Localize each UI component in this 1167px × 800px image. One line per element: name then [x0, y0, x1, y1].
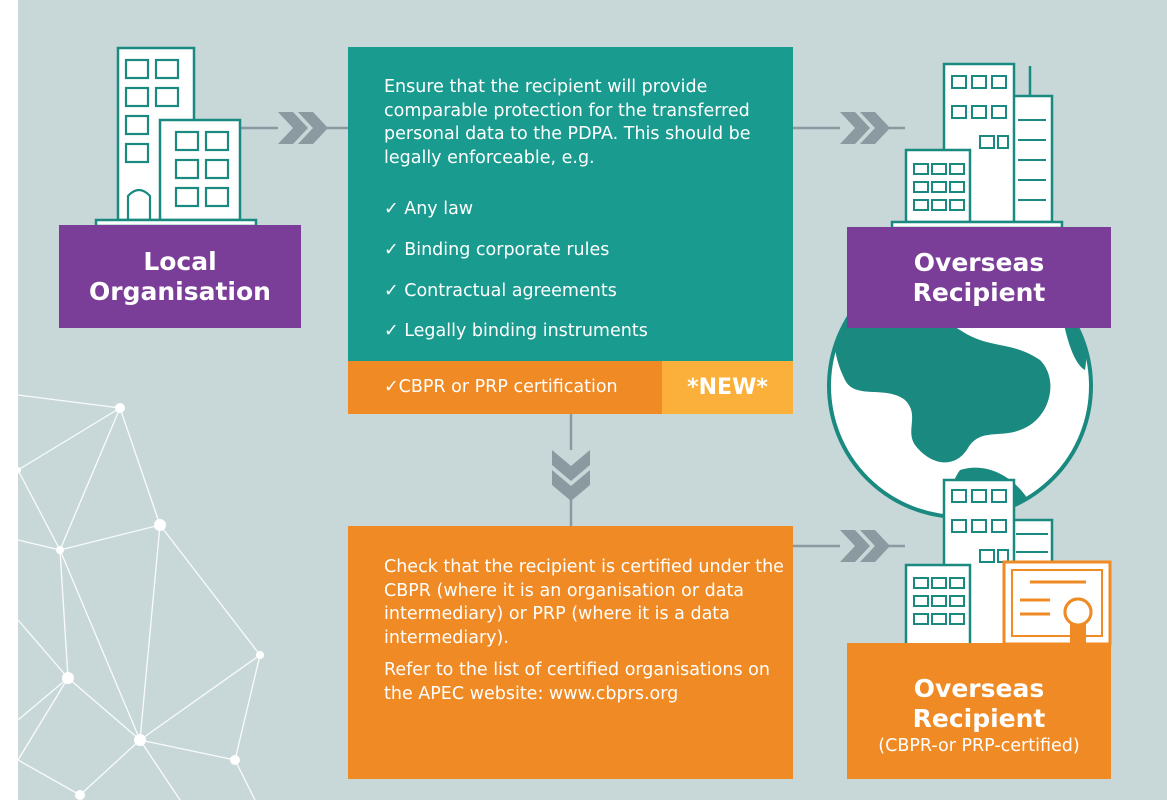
requirement-item-binding-corporate-rules: ✓ Binding corporate rules: [384, 240, 610, 260]
requirements-intro: Ensure that the recipient will provide c…: [384, 77, 751, 168]
requirement-item-contractual-agreements: ✓ Contractual agreements: [384, 281, 617, 301]
local-organisation-label: Local Organisation: [59, 225, 301, 328]
certificate-icon: [1002, 560, 1112, 652]
overseas-recipient-label: Overseas Recipient: [847, 227, 1111, 328]
local-label-line2: Organisation: [89, 276, 271, 306]
cbpr-certification-item: ✓CBPR or PRP certification: [348, 361, 662, 414]
requirement-item-legally-binding-instruments: ✓ Legally binding instruments: [384, 321, 648, 341]
certification-check-text: Check that the recipient is certified un…: [384, 556, 784, 706]
certification-check-box: Check that the recipient is certified un…: [348, 526, 793, 779]
chevron-right-icon: [840, 112, 890, 144]
overseas-label-line2: Recipient: [912, 277, 1046, 307]
certified-label-line2: Recipient: [912, 704, 1046, 733]
local-label-line1: Local: [143, 246, 217, 276]
requirements-box: Ensure that the recipient will provide c…: [348, 47, 793, 361]
certified-recipient-label: Overseas Recipient (CBPR-or PRP-certifie…: [847, 643, 1111, 779]
certification-check-paragraph: Check that the recipient is certified un…: [384, 557, 784, 648]
overseas-label-line1: Overseas: [913, 247, 1045, 277]
chevron-right-icon: [840, 530, 890, 562]
new-badge: *NEW*: [662, 361, 793, 414]
chevron-right-icon: [278, 112, 328, 144]
requirement-item-any-law: ✓ Any law: [384, 199, 474, 219]
cbpr-certification-label: ✓CBPR or PRP certification: [384, 377, 618, 397]
certified-label-line1: Overseas: [913, 674, 1045, 703]
chevron-down-icon: [552, 450, 590, 501]
certified-label-line3: (CBPR-or PRP-certified): [878, 736, 1080, 756]
apec-reference-paragraph: Refer to the list of certified organisat…: [384, 660, 770, 704]
